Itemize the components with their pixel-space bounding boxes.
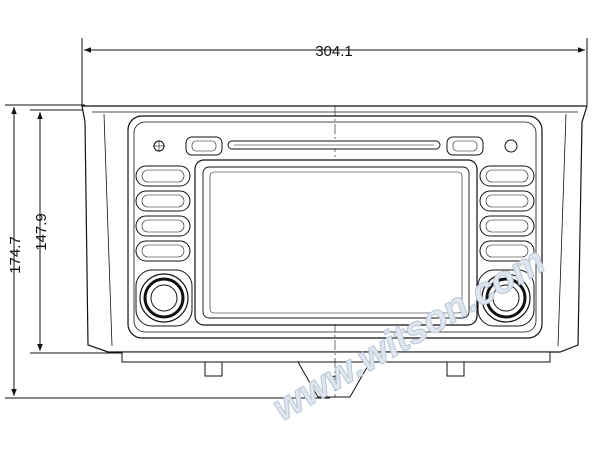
front-bezel [127,115,543,339]
width-dimension [81,38,588,105]
outer-height-label: 174.7 [7,236,24,274]
display-screen [194,159,478,326]
left-volume-knob [135,269,193,327]
outer-height-dimension [5,104,330,399]
right-button-column [479,165,535,262]
top-strip [153,136,518,156]
mounting-base [121,351,551,398]
inner-height-label: 147.9 [33,213,50,251]
reset-hole-icon [504,139,518,153]
width-label: 304.1 [315,43,353,60]
left-button-column [135,165,191,262]
inner-height-dimension [30,109,122,354]
right-tune-knob [477,269,535,327]
